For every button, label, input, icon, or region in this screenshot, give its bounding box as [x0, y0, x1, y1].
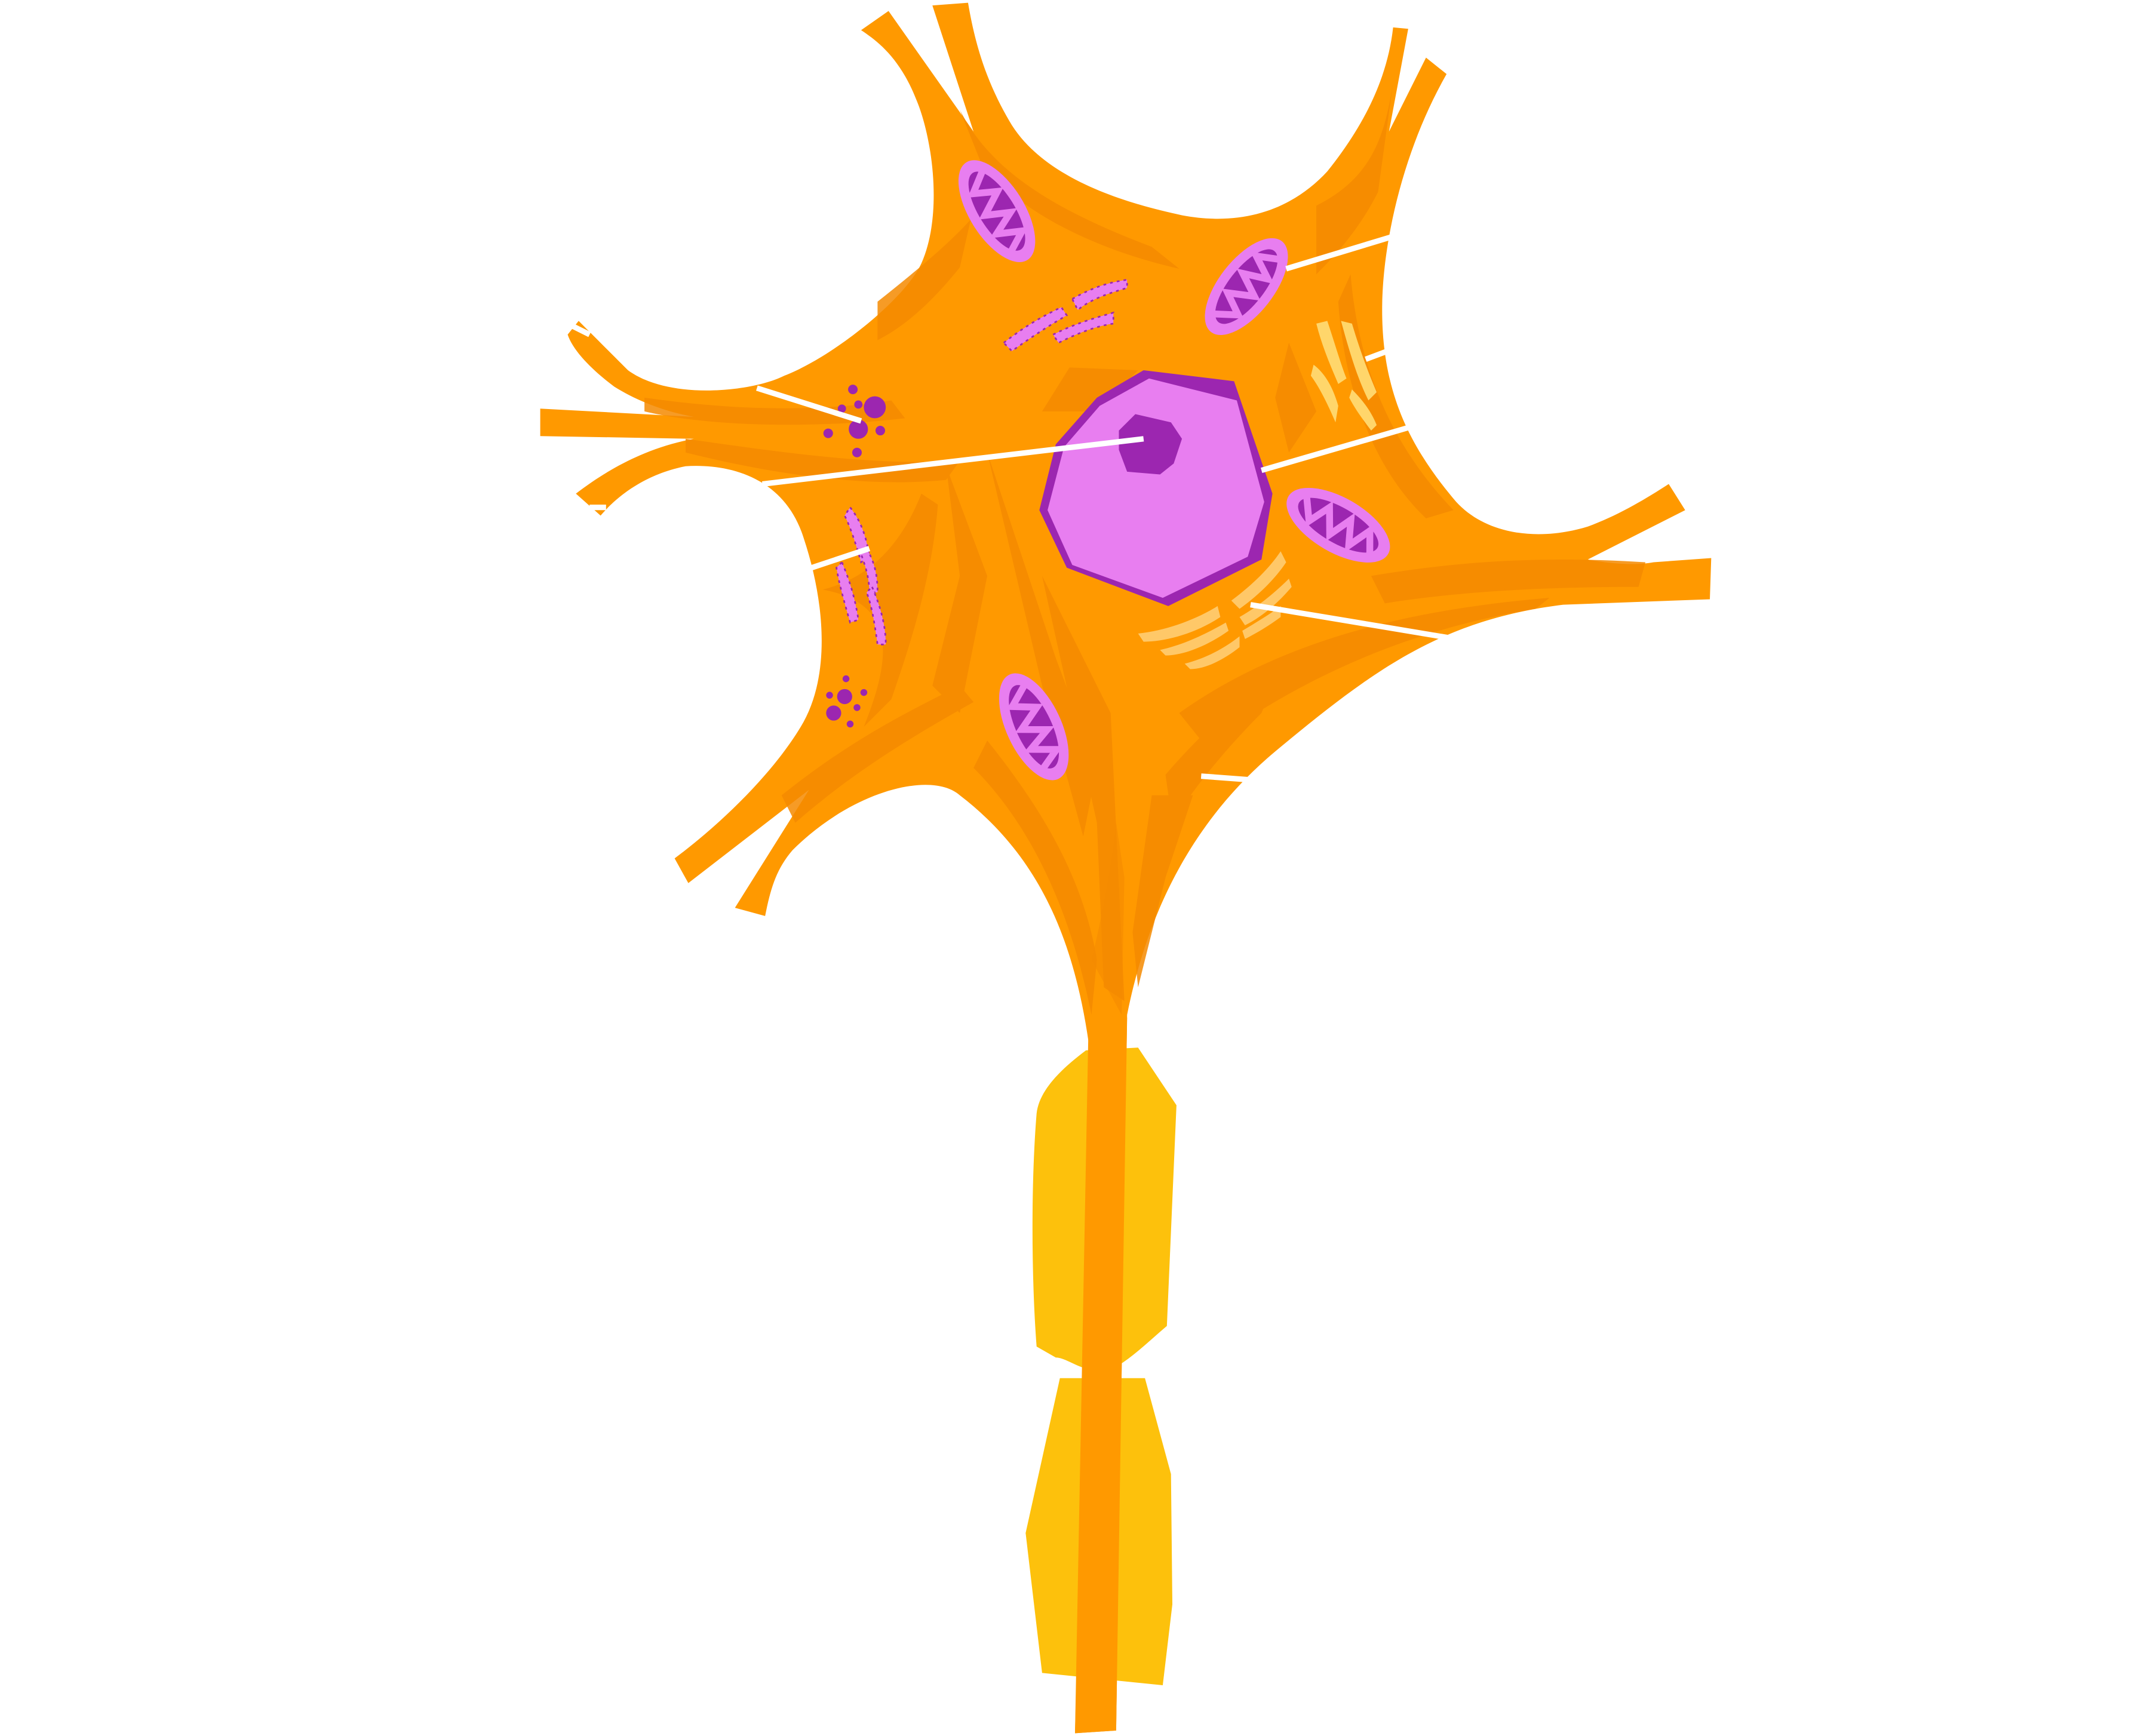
vesicle — [846, 720, 854, 728]
leader-line-smooth-er — [1365, 348, 1389, 362]
vesicle — [854, 400, 863, 409]
golgi-apparatus — [1138, 551, 1292, 669]
golgi-cisterna — [1239, 579, 1292, 626]
shade-strand — [1132, 795, 1193, 988]
rough-er-strand — [1002, 306, 1068, 352]
vesicle — [826, 705, 841, 721]
smooth-er-strand — [1341, 321, 1377, 401]
vesicles — [823, 385, 886, 728]
vesicle — [860, 689, 868, 696]
shade-strand — [1275, 343, 1317, 453]
leader-line-dendrite — [572, 324, 591, 337]
vesicle — [864, 396, 886, 419]
shade-strand — [1316, 82, 1393, 275]
golgi-cisterna — [1242, 606, 1281, 640]
golgi-cisterna — [1138, 606, 1221, 642]
shade-strand — [644, 397, 905, 425]
golgi-cisterna — [1160, 622, 1229, 656]
vesicle — [849, 419, 868, 439]
shade-strand — [973, 740, 1097, 1015]
smooth-endoplasmic-reticulum — [1310, 321, 1377, 431]
soma — [540, 2, 1712, 1734]
vesicle — [848, 385, 858, 395]
golgi-cisterna — [1184, 636, 1240, 669]
shade-strand — [1165, 678, 1276, 823]
shade-strand — [781, 686, 974, 823]
vesicle — [837, 689, 852, 705]
vesicle — [875, 425, 886, 436]
smooth-er-strand — [1316, 321, 1347, 384]
rough-er-strand — [860, 547, 879, 594]
shade-strand — [1338, 274, 1454, 518]
shade-strand — [987, 452, 1097, 837]
axon-hillock-shade — [1091, 822, 1125, 1015]
shade-strand — [1042, 576, 1125, 1001]
nucleus — [1039, 370, 1273, 606]
leader-lines — [572, 234, 1457, 783]
rough-er-strand — [1052, 311, 1114, 344]
leader-line-golgi — [1250, 602, 1457, 642]
leader-line-cytoplasm — [1200, 773, 1257, 783]
golgi-cisterna — [1231, 551, 1286, 609]
shade-strand — [932, 466, 988, 714]
vesicle — [852, 447, 862, 457]
vesicle — [842, 675, 850, 683]
leader-line-nucleus — [1260, 423, 1414, 474]
shade-strand — [877, 219, 971, 340]
leader-line-rough-er — [810, 546, 871, 570]
vesicle — [823, 428, 833, 438]
smooth-er-strand — [1349, 389, 1377, 431]
shade-strand — [1371, 559, 1646, 604]
vesicle — [837, 404, 846, 413]
rough-endoplasmic-reticulum — [836, 278, 1128, 646]
smooth-er-strand — [1310, 364, 1338, 423]
leader-line-mitochondrion — [1285, 234, 1392, 272]
leader-line-nucleolus — [761, 436, 1144, 487]
shade-strand — [1042, 367, 1138, 411]
neuron-cell-body — [540, 2, 1712, 1734]
axon — [1075, 1015, 1128, 1734]
nucleoplasm — [1048, 378, 1264, 598]
rough-er-strand — [1071, 278, 1128, 312]
vesicle — [853, 704, 861, 711]
leader-line-vesicles — [755, 385, 862, 424]
cytoplasm-shading — [644, 82, 1646, 1015]
rough-er-strand — [836, 561, 859, 624]
shade-strand — [960, 109, 1180, 269]
nucleolus — [1119, 414, 1182, 475]
vesicle — [826, 692, 833, 699]
rough-er-strand — [865, 585, 887, 646]
